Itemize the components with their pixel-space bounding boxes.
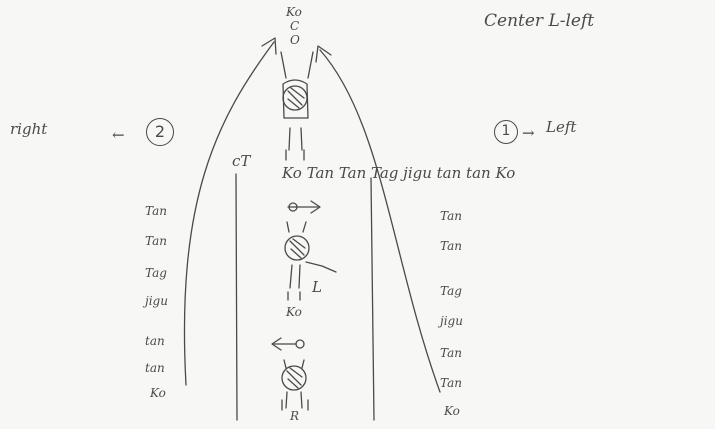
direction-right-label: right <box>10 120 48 138</box>
right-column-item: Tan <box>440 239 462 253</box>
top-stack-ko: Ko <box>286 5 302 19</box>
figure-mid-head <box>284 235 310 261</box>
figure-top-dash <box>285 149 305 161</box>
right-column-item: Tan <box>440 346 462 360</box>
direction-left-label: Left <box>546 118 577 136</box>
left-column-item: Tag <box>145 266 167 280</box>
low-arrowhead <box>271 337 282 351</box>
left-curve-arrowhead <box>261 37 277 55</box>
marker-t: cT <box>232 152 251 170</box>
figure-top-arms <box>280 51 314 79</box>
figure-bot-head <box>281 365 307 391</box>
top-stack-o: O <box>290 33 300 47</box>
figure-top-hatch <box>287 87 305 109</box>
figure-mid-hatch <box>289 238 306 259</box>
left-column-item: Tan <box>145 204 167 218</box>
direction-left-number: 1 <box>494 120 518 144</box>
figure-bot-hatch <box>286 367 303 389</box>
right-column-item: Tag <box>440 284 462 298</box>
figure-mid-legs <box>289 264 301 289</box>
right-column-item: Tan <box>440 209 462 223</box>
left-column-item: Tan <box>145 234 167 248</box>
figure-bot-dash <box>281 399 309 411</box>
top-stack-c: C <box>290 19 300 33</box>
page-title: Center L-left <box>484 11 595 31</box>
direction-left-arrow-icon: → <box>522 124 535 142</box>
figure-bot-arms <box>283 359 305 369</box>
mid-arrow-origin <box>288 202 298 212</box>
right-column-item: jigu <box>440 314 463 328</box>
left-column-item: tan <box>145 334 165 348</box>
foot-label-r: R <box>290 409 300 423</box>
figure-mid-dash <box>287 291 301 301</box>
figure-mid-foot-L <box>305 261 337 273</box>
right-column-item: Tan <box>440 376 462 390</box>
center-ko-lower: Ko <box>286 305 302 319</box>
right-curve-arrow <box>319 49 441 393</box>
right-curve-arrowhead <box>315 45 332 63</box>
figure-top-legs <box>288 127 303 151</box>
direction-right-number: 2 <box>146 118 174 146</box>
figure-bot-legs <box>285 391 303 409</box>
left-column-item: Ko <box>150 386 166 400</box>
left-column-item: jigu <box>145 294 168 308</box>
guide-line-left <box>235 173 238 421</box>
low-arrow-origin <box>295 339 305 349</box>
left-column-item: tan <box>145 361 165 375</box>
figure-mid-arms <box>286 221 307 233</box>
right-column-item: Ko <box>444 404 460 418</box>
figure-top-body <box>282 79 309 119</box>
center-sequence: Ko Tan Tan Tag jigu tan tan Ko <box>282 164 516 182</box>
guide-line-right <box>370 177 375 421</box>
foot-label-l: L <box>312 278 322 296</box>
mid-arrowhead <box>310 200 321 214</box>
left-curve-arrow <box>183 41 275 386</box>
direction-right-arrow-icon: ← <box>112 126 125 144</box>
